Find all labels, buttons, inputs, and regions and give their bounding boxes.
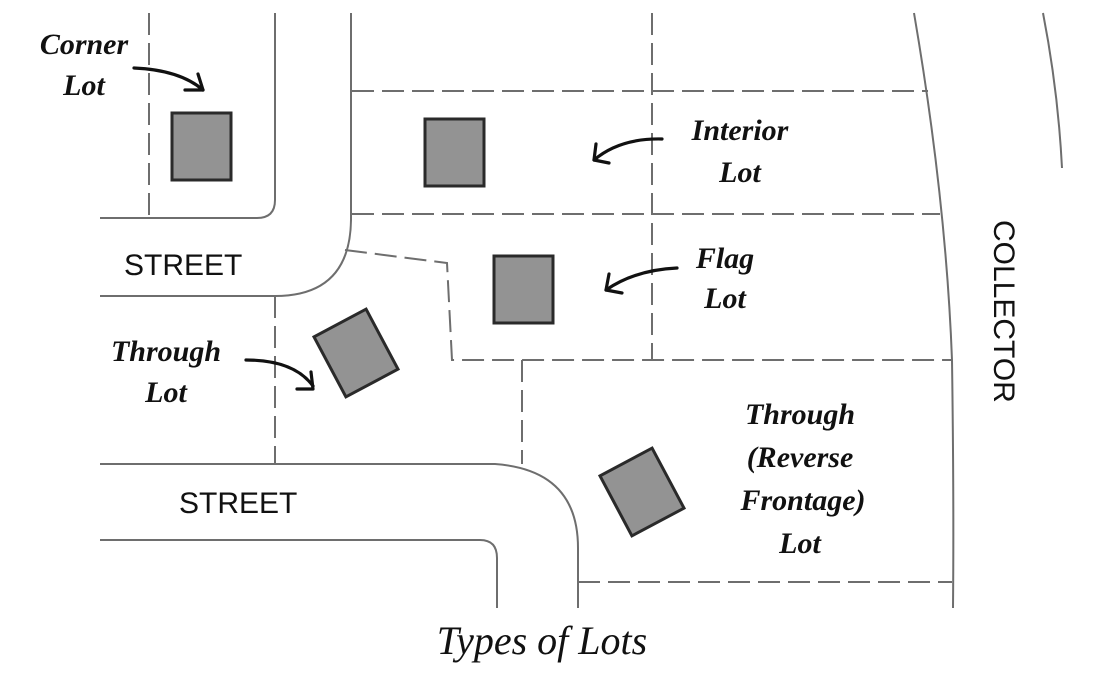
- road-edges: [100, 12, 1063, 609]
- lot-label-reverse-line4: Lot: [778, 527, 822, 560]
- lot-label-reverse-line2: (Reverse: [747, 441, 854, 474]
- lot-line-flag-lot-boundary: [344, 249, 952, 361]
- lot-label-interior-line1: Interior: [691, 114, 789, 147]
- lot-label-reverse-line1: Through: [745, 398, 855, 431]
- lot-label-interior: Interior Lot: [691, 114, 789, 189]
- lot-label-corner-line1: Corner: [40, 28, 129, 61]
- arrows: [132, 66, 679, 391]
- building-flag-lot: [492, 254, 555, 325]
- arrow-through-lot: [244, 358, 315, 391]
- collector-label: COLLECTOR: [987, 220, 1020, 403]
- building-corner-lot: [170, 111, 233, 182]
- road-edge-lower-street-top: [100, 463, 579, 608]
- lot-label-corner-line2: Lot: [62, 69, 106, 102]
- road-edge-lower-street-bottom: [100, 539, 498, 608]
- road-edge-upper-street-bottom: [100, 13, 352, 297]
- lot-label-corner: Corner Lot: [40, 28, 129, 102]
- lot-label-reverse-line3: Frontage): [739, 484, 865, 517]
- lot-label-through: Through Lot: [111, 335, 221, 409]
- building-reverse-frontage-lot: [597, 446, 687, 538]
- collector-inner-edge: [913, 12, 955, 609]
- lot-label-flag: Flag Lot: [695, 242, 754, 315]
- lot-label-through-line1: Through: [111, 335, 221, 368]
- arrow-corner-lot: [132, 66, 205, 92]
- lot-label-reverse-frontage: Through (Reverse Frontage) Lot: [739, 398, 865, 560]
- lot-label-flag-line2: Lot: [703, 282, 747, 315]
- lot-label-interior-line2: Lot: [718, 156, 762, 189]
- building-interior-lot: [423, 117, 486, 188]
- collector-outer-edge: [1042, 12, 1063, 169]
- arrow-flag-lot: [604, 266, 679, 295]
- road-edge-upper-left-block: [100, 13, 276, 219]
- street-label-upper: STREET: [124, 249, 242, 282]
- lot-lines: [148, 13, 952, 583]
- street-label-lower: STREET: [179, 487, 297, 520]
- lot-label-flag-line1: Flag: [695, 242, 754, 275]
- building-through-lot: [311, 307, 401, 399]
- lot-label-through-line2: Lot: [144, 376, 188, 409]
- arrow-interior-lot: [592, 137, 664, 165]
- buildings: [170, 111, 687, 538]
- diagram-caption: Types of Lots: [437, 618, 647, 663]
